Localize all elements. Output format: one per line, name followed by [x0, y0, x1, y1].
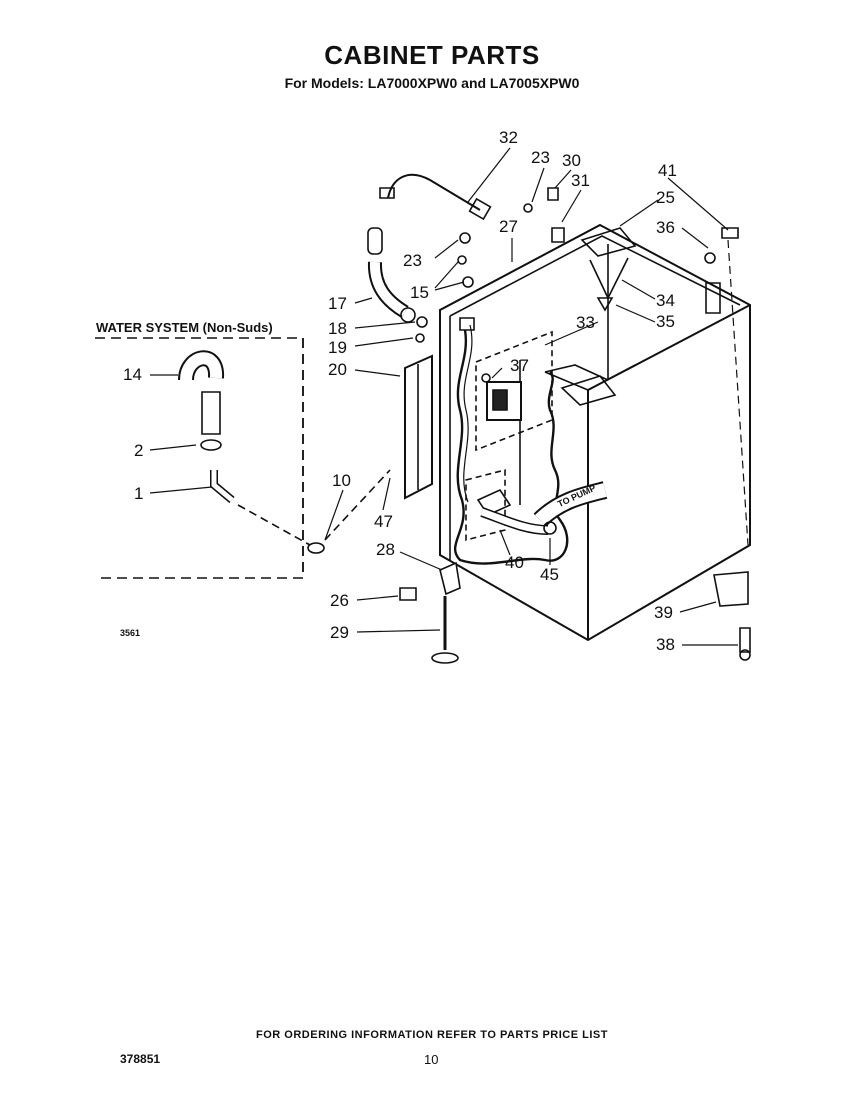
- callout-15: 15: [410, 283, 429, 302]
- document-number: 378851: [120, 1052, 161, 1066]
- models-subtitle: For Models: LA7000XPW0 and LA7005XPW0: [284, 75, 580, 91]
- pressure-switch: [482, 374, 521, 420]
- callout-25: 25: [656, 188, 675, 207]
- cabinet-body: [440, 225, 750, 640]
- callout-34: 34: [656, 291, 675, 310]
- leader-lines: [150, 148, 748, 645]
- callout-28: 28: [376, 540, 395, 559]
- callout-41: 41: [658, 161, 677, 180]
- water-system-label: WATER SYSTEM (Non-Suds): [96, 320, 273, 335]
- callout-37: 37: [510, 356, 529, 375]
- callout-23-lower: 23: [403, 251, 422, 270]
- callout-23-upper: 23: [531, 148, 550, 167]
- leveling-leg-assembly: [400, 563, 750, 663]
- callout-38: 38: [656, 635, 675, 654]
- ordering-info: FOR ORDERING INFORMATION REFER TO PARTS …: [256, 1029, 608, 1041]
- callout-29: 29: [330, 623, 349, 642]
- callout-35: 35: [656, 312, 675, 331]
- callout-27: 27: [499, 217, 518, 236]
- callout-32: 32: [499, 128, 518, 147]
- callout-30: 30: [562, 151, 581, 170]
- callout-45: 45: [540, 565, 559, 584]
- callout-40: 40: [505, 553, 524, 572]
- callout-36: 36: [656, 218, 675, 237]
- callout-39: 39: [654, 603, 673, 622]
- power-cord: [388, 175, 480, 210]
- callout-26: 26: [330, 591, 349, 610]
- callout-19: 19: [328, 338, 347, 357]
- fill-hose: [368, 228, 415, 322]
- callout-14: 14: [123, 365, 142, 384]
- page-title: CABINET PARTS: [324, 40, 540, 70]
- page-number: 10: [424, 1052, 439, 1067]
- callout-20: 20: [328, 360, 347, 379]
- callout-31: 31: [571, 171, 590, 190]
- callout-33: 33: [576, 313, 595, 332]
- water-system-parts: [186, 358, 390, 553]
- callout-17: 17: [328, 294, 347, 313]
- control-panel-outline: [476, 332, 552, 450]
- callout-2: 2: [134, 441, 144, 460]
- callout-1: 1: [134, 484, 144, 503]
- figure-code: 3561: [120, 628, 141, 638]
- drain-hose: [482, 490, 605, 534]
- callout-10: 10: [332, 471, 351, 490]
- callout-47: 47: [374, 512, 393, 531]
- wiring-harness: [455, 330, 567, 564]
- callout-18: 18: [328, 319, 347, 338]
